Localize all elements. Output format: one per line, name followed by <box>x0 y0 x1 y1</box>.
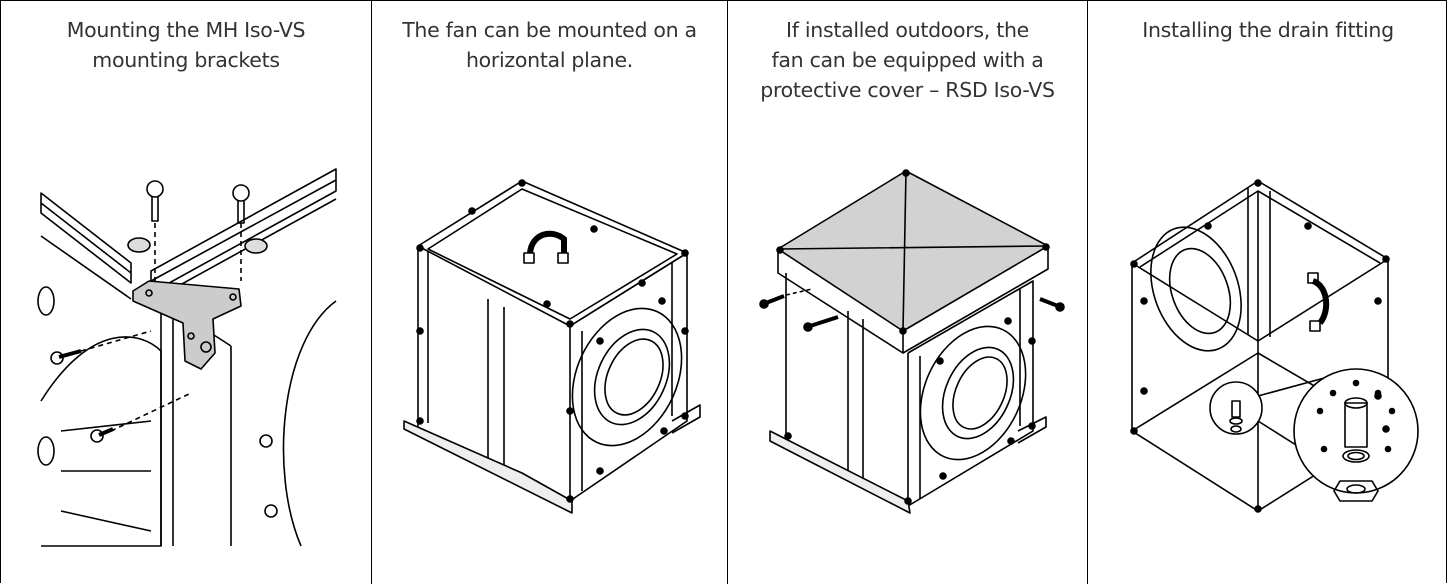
panel-protective-cover: If installed outdoors, the fan can be eq… <box>727 1 1087 584</box>
panel-caption: The fan can be mounted on a horizontal p… <box>402 18 697 72</box>
panel-horizontal-mount: The fan can be mounted on a horizontal p… <box>371 1 727 584</box>
fan-cover-illustration <box>759 169 1065 514</box>
panel-drain-fitting: Installing the drain fitting <box>1087 1 1448 584</box>
fan-horizontal-illustration <box>403 179 701 514</box>
bracket-illustration <box>37 168 337 547</box>
panel-caption: If installed outdoors, the fan can be eq… <box>760 18 1055 102</box>
panel-mounting-brackets: Mounting the MH Iso-VS mounting brackets <box>1 1 371 584</box>
panel-caption: Installing the drain fitting <box>1142 18 1394 42</box>
panel-caption: Mounting the MH Iso-VS mounting brackets <box>66 18 306 72</box>
drain-fitting-illustration <box>1130 179 1419 513</box>
